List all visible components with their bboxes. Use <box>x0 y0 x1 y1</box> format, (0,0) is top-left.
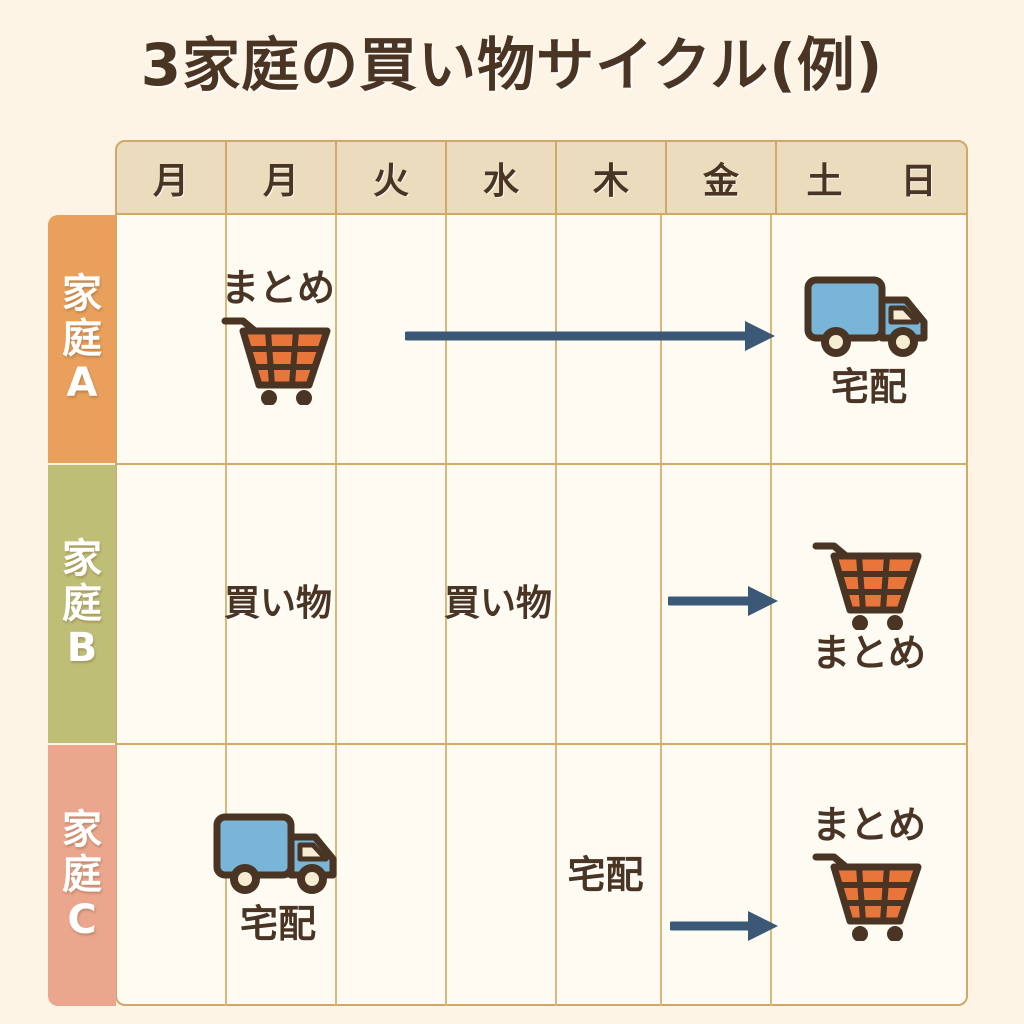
cell-label: 宅配 <box>239 901 316 946</box>
header-cell-weekend: 土 日 <box>777 142 966 213</box>
header-day-label-saturday: 土 <box>806 160 843 202</box>
delivery-truck-icon <box>211 807 345 905</box>
schedule-table: 月 月 火 水 木 金 土 日 家 <box>48 140 968 1006</box>
row-label-char: 庭 <box>62 852 102 899</box>
cell-family-a-monday[interactable]: まとめ <box>221 215 336 463</box>
cell-family-b-wednesday[interactable]: 買い物 <box>443 465 553 743</box>
cell-family-b-weekend[interactable]: まとめ <box>770 465 968 743</box>
header-cell-day-1: 月 <box>227 142 337 213</box>
cell-family-c-monday[interactable]: 宅配 <box>213 745 337 1006</box>
grid-vline <box>555 215 557 1006</box>
grid-vline <box>445 215 447 1006</box>
cell-label: まとめ <box>811 631 926 676</box>
header-cell-day-4: 木 <box>557 142 667 213</box>
row-label-char: A <box>66 360 98 407</box>
grid-vline <box>770 215 772 1006</box>
cell-label: 宅配 <box>830 365 907 410</box>
header-cell-day-0: 月 <box>117 142 227 213</box>
grid-vline <box>225 215 227 1006</box>
row-label-char: 庭 <box>62 315 102 362</box>
table-header-row: 月 月 火 水 木 金 土 日 <box>115 140 968 215</box>
grid-hline <box>117 463 966 465</box>
shopping-cart-icon <box>810 845 928 945</box>
row-label-char: B <box>66 625 98 672</box>
row-label-char: C <box>67 896 97 943</box>
cell-family-c-weekend[interactable]: まとめ <box>770 745 968 1006</box>
cell-label: 買い物 <box>443 583 552 625</box>
cell-family-b-monday[interactable]: 買い物 <box>223 465 333 743</box>
cell-family-a-weekend[interactable]: 宅配 <box>770 215 968 463</box>
grid-hline <box>117 743 966 745</box>
arrow-family-b <box>665 583 780 623</box>
row-label-char: 家 <box>62 807 102 854</box>
row-label-family-c[interactable]: 家 庭 C <box>48 745 116 1006</box>
row-label-family-a[interactable]: 家 庭 A <box>48 215 116 463</box>
arrow-family-a <box>402 318 777 358</box>
row-label-char: 庭 <box>62 580 102 627</box>
row-label-column: 家 庭 A 家 庭 B 家 庭 C <box>48 215 116 1006</box>
cell-label: まとめ <box>811 802 926 847</box>
shopping-cart-icon <box>810 534 928 634</box>
header-cell-day-2: 火 <box>337 142 447 213</box>
cell-label: 宅配 <box>567 852 644 897</box>
shopping-cart-icon <box>219 309 337 409</box>
cell-label: まとめ <box>221 266 336 311</box>
page-title: 3家庭の買い物サイクル(例) <box>140 31 884 99</box>
header-cell-day-5: 金 <box>667 142 777 213</box>
header-day-label-sunday: 日 <box>900 160 937 202</box>
header-day-label: 木 <box>592 160 629 202</box>
delivery-truck-icon <box>802 270 936 368</box>
grid-vline <box>660 215 662 1006</box>
row-label-family-b[interactable]: 家 庭 B <box>48 465 116 743</box>
cell-label: 買い物 <box>223 583 332 625</box>
grid-vline <box>335 215 337 1006</box>
header-cell-day-3: 水 <box>447 142 557 213</box>
header-day-label: 火 <box>372 160 409 202</box>
row-label-char: 家 <box>62 535 102 582</box>
arrow-family-c <box>667 908 780 948</box>
table-cell-layer: まとめ <box>115 215 968 1006</box>
header-day-label: 月 <box>262 160 299 202</box>
row-label-char: 家 <box>62 270 102 317</box>
cell-family-c-thursday[interactable]: 宅配 <box>553 745 658 1006</box>
header-day-label: 金 <box>702 160 739 202</box>
header-day-label: 月 <box>152 160 189 202</box>
header-day-label: 水 <box>482 160 519 202</box>
